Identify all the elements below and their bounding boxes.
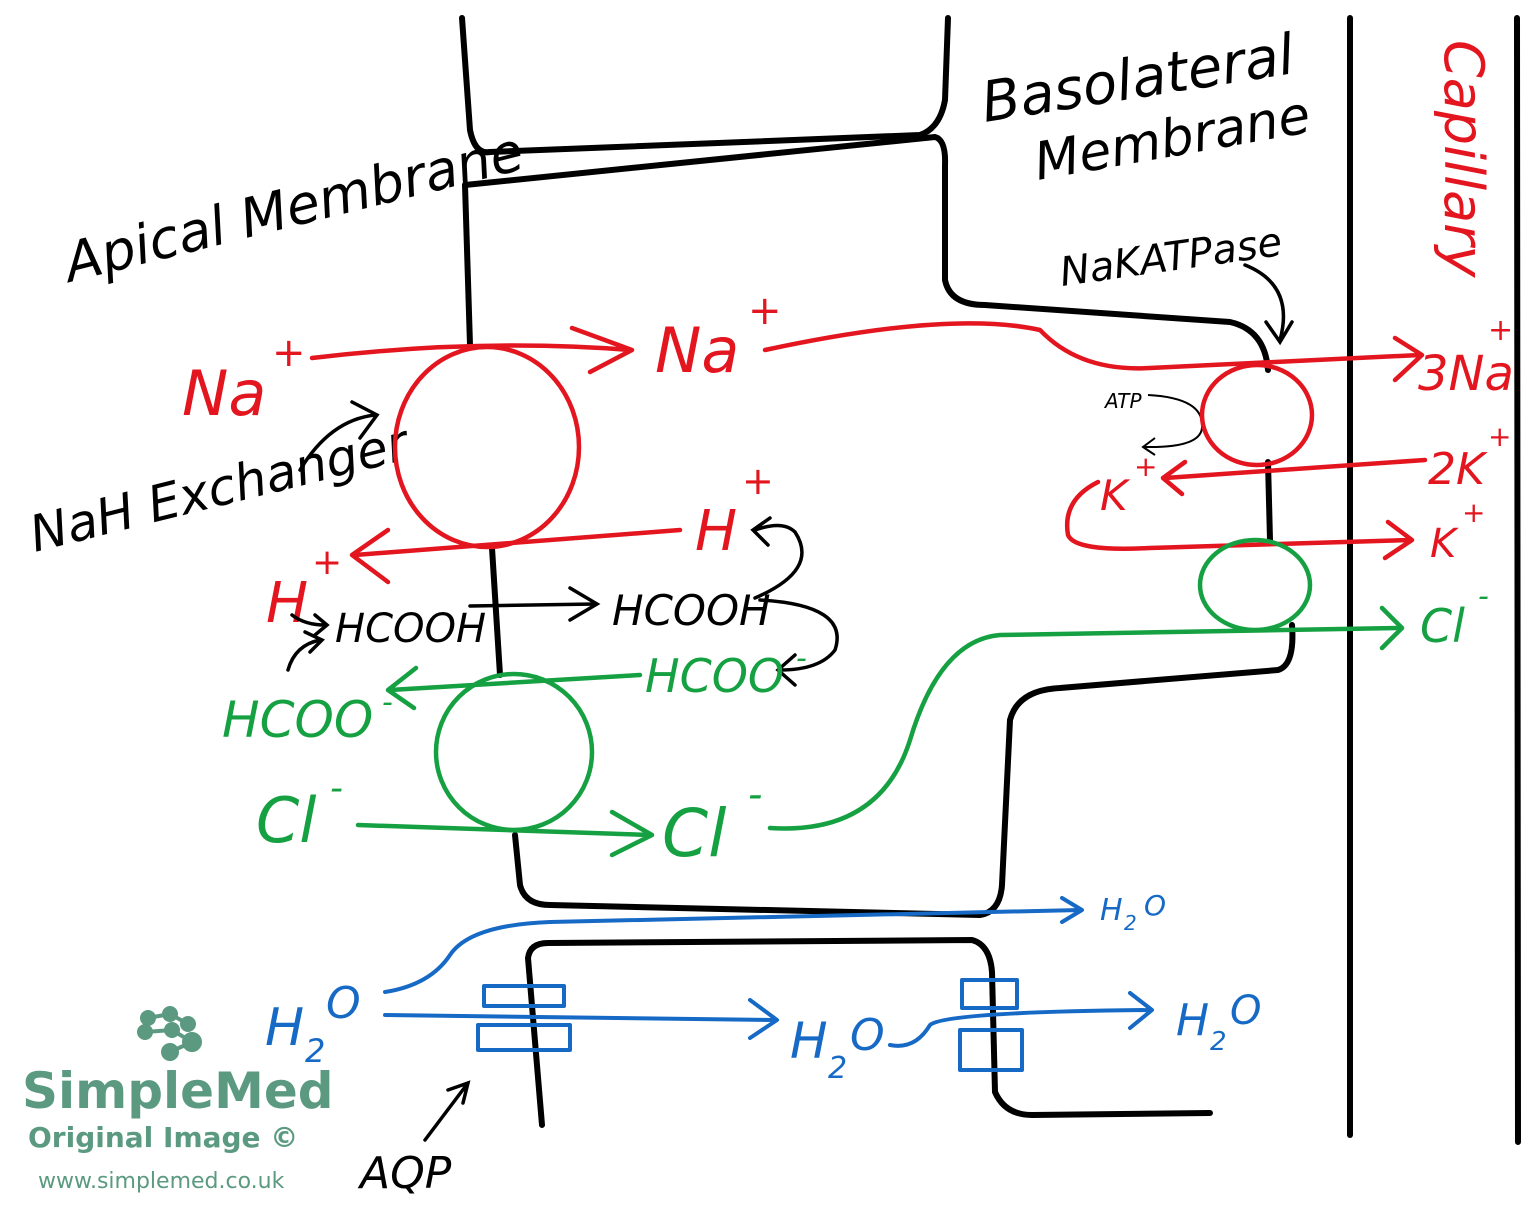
cell-membranes xyxy=(459,15,1521,1145)
transcellular-water-arrow xyxy=(383,998,779,1040)
logo-brand-text: SimpleMed xyxy=(22,1062,334,1120)
nah-exchanger-label: NaH Exchanger xyxy=(24,413,417,564)
h-to-hcooh-arrow xyxy=(290,613,330,637)
h-cell-label: H xyxy=(695,499,737,564)
lower-cell-outline xyxy=(525,937,1213,1128)
hcooh-diffusion-arrow xyxy=(468,586,601,622)
h2o-lumen-sub: 2 xyxy=(305,1032,325,1070)
nah-exchanger-pointer-arrow xyxy=(298,400,380,472)
basolateral-cl-channel xyxy=(1197,537,1313,633)
apical-membrane-middle xyxy=(489,545,503,678)
h2o-para-o: O xyxy=(1144,889,1166,922)
hcoo-cell-label: HCOO xyxy=(645,649,784,703)
chloride-exit-arrow xyxy=(767,605,1405,831)
proton-exit-arrow xyxy=(349,527,683,585)
h-cell-charge: + xyxy=(742,459,774,503)
capillary-wall-right xyxy=(1514,15,1521,1145)
k2-blood-charge: + xyxy=(1488,420,1511,453)
main-cell-top-membrane xyxy=(462,134,1271,373)
hcooh-dissociation-to-h-arrow xyxy=(750,516,804,600)
simplemed-logo: SimpleMed Original Image © www.simplemed… xyxy=(22,1006,334,1194)
na-lumen-charge: + xyxy=(272,330,306,376)
aqp-pointer-arrow xyxy=(423,1080,471,1142)
h-lumen-charge: + xyxy=(312,542,342,583)
cl-blood-charge: - xyxy=(1478,579,1489,614)
h2o-cell-sub: 2 xyxy=(828,1051,847,1086)
atp-label: ATP xyxy=(1103,389,1142,413)
hcooh-lumen-label: HCOOH xyxy=(335,606,486,652)
cl-cell-label: Cl xyxy=(662,795,727,872)
h2o-blood-h: H xyxy=(1176,995,1209,1046)
sodium-exit-arrow xyxy=(762,321,1425,383)
k-cell-charge: + xyxy=(1134,450,1157,483)
cl-lumen-charge: - xyxy=(330,768,343,809)
apical-membrane-upper xyxy=(462,182,473,348)
logo-url: www.simplemed.co.uk xyxy=(38,1169,285,1194)
h2o-cell-o: O xyxy=(850,1010,885,1061)
aquaporin-apical-top xyxy=(482,984,566,1008)
hcoo-cell-charge: - xyxy=(796,641,807,676)
na-k-atpase-transporter xyxy=(1199,362,1315,468)
aqp-label: AQP xyxy=(357,1148,452,1199)
potassium-recycle-arrow xyxy=(1064,479,1415,561)
na-blood-label: 3Na xyxy=(1418,346,1514,402)
h2o-para-h: H xyxy=(1100,893,1123,928)
cl-lumen-label: Cl xyxy=(256,784,317,857)
nah-exchanger-transporter xyxy=(392,344,582,550)
cl-blood-label: Cl xyxy=(1420,599,1465,653)
hcoo-lumen-label: HCOO xyxy=(222,691,373,749)
k-cell-label: K xyxy=(1100,471,1131,520)
formate-exit-arrow xyxy=(385,665,643,711)
upper-cell-outline xyxy=(459,15,951,156)
k-blood-label: K xyxy=(1430,521,1459,567)
k-blood-charge: + xyxy=(1462,496,1485,529)
k2-blood-label: 2K xyxy=(1428,444,1488,495)
aquaporin-basolateral-top xyxy=(960,978,1019,1010)
hcoo-to-hcooh-arrow xyxy=(286,630,325,672)
logo-subtitle: Original Image © xyxy=(28,1121,298,1154)
molecule-logo-icon xyxy=(137,1006,202,1061)
basolateral-membrane-segment xyxy=(1265,459,1273,543)
nakatpase-pointer-arrow xyxy=(1243,263,1294,346)
nakatpase-label: NaKATPase xyxy=(1057,219,1285,296)
apical-membrane-lower xyxy=(512,622,1296,918)
h2o-lumen-o: O xyxy=(326,978,361,1029)
na-blood-charge: + xyxy=(1488,313,1513,348)
na-lumen-label: Na xyxy=(182,357,266,430)
hcooh-dissociation-to-hcoo-arrow xyxy=(758,598,839,687)
h2o-blood-sub: 2 xyxy=(1210,1027,1227,1057)
na-cell-label: Na xyxy=(655,314,739,387)
sodium-entry-arrow xyxy=(309,325,635,375)
apical-membrane-label: Apical Membrane xyxy=(55,120,530,296)
capillary-label: Capillary xyxy=(1432,40,1495,278)
h2o-lumen-h: H xyxy=(265,998,304,1058)
h2o-para-sub: 2 xyxy=(1124,911,1137,935)
h2o-blood-o: O xyxy=(1230,988,1261,1034)
h2o-cell-h: H xyxy=(790,1012,828,1070)
h-lumen-label: H xyxy=(266,571,308,636)
paracellular-water-arrow xyxy=(383,896,1084,994)
aquaporin-apical-bottom xyxy=(476,1023,572,1052)
hcooh-cell-label: HCOOH xyxy=(612,586,771,635)
chloride-entry-arrow xyxy=(355,809,655,858)
aquaporin-basolateral-bottom xyxy=(958,1028,1024,1072)
cl-formate-exchanger xyxy=(433,671,595,833)
atp-arrow xyxy=(1141,394,1204,456)
na-cell-charge: + xyxy=(748,288,782,334)
water-exit-arrow xyxy=(888,991,1154,1048)
potassium-entry-arrow xyxy=(1160,457,1428,497)
cl-cell-charge: - xyxy=(748,772,762,818)
hcoo-lumen-charge: - xyxy=(382,685,393,720)
